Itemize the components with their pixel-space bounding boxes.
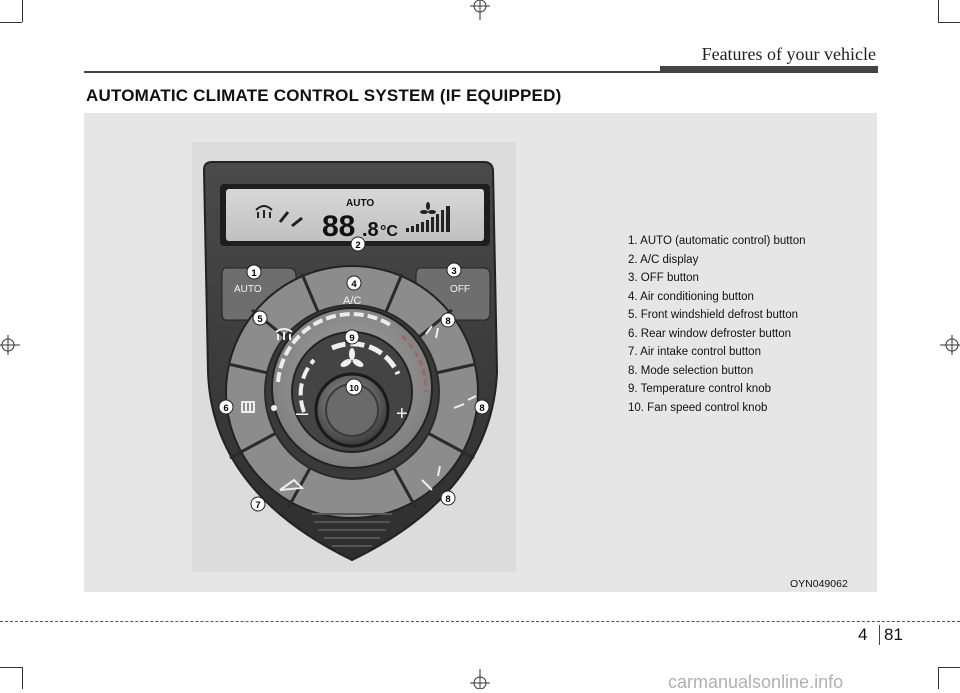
mode-floor-defrost-icon <box>421 465 441 491</box>
legend-item: 10. Fan speed control knob <box>628 401 768 414</box>
callout-5: 5 <box>257 314 263 325</box>
legend-item: 6. Rear window defroster button <box>628 327 792 340</box>
callout-10: 10 <box>349 383 359 393</box>
temp-plus-label: + <box>396 403 408 425</box>
legend-list: 1. AUTO (automatic control) button 2. A/… <box>628 232 805 417</box>
legend-item: 1. AUTO (automatic control) button <box>628 235 806 247</box>
climate-panel-illustration: AUTO 88 .8 °C AUTO OFF A/C – + 1 2 3 4 5… <box>202 161 499 562</box>
registration-mark <box>940 335 960 355</box>
crop-mark <box>22 667 23 689</box>
ac-display <box>226 189 484 241</box>
callout-8: 8 <box>445 494 450 505</box>
temp-minus-label: – <box>296 400 309 425</box>
crop-mark <box>938 22 960 23</box>
crop-mark <box>938 0 939 22</box>
air-intake-icon <box>279 478 305 491</box>
section-number: 4 <box>858 625 868 644</box>
legend-item: 7. Air intake control button <box>628 346 761 358</box>
callout-8: 8 <box>445 316 450 327</box>
callout-6: 6 <box>223 403 228 414</box>
header-rule <box>660 66 878 72</box>
callout-7: 7 <box>255 500 260 511</box>
lcd-temp-decimal: .8 <box>362 219 379 241</box>
lcd-mode-text: AUTO <box>346 198 374 209</box>
auto-button-label: AUTO <box>234 284 262 295</box>
footer-rule <box>0 621 960 622</box>
callout-3: 3 <box>451 266 456 277</box>
figure-code: OYN049062 <box>790 578 848 590</box>
front-defrost-icon <box>275 328 293 340</box>
legend-item: 3. OFF button <box>628 272 699 284</box>
lcd-defrost-icon <box>255 205 273 218</box>
rear-defrost-icon <box>241 401 255 413</box>
registration-mark <box>0 335 20 355</box>
callout-4: 4 <box>351 279 357 290</box>
mode-face-icon <box>425 325 439 339</box>
callout-9: 9 <box>349 333 354 344</box>
running-header: Features of your vehicle <box>701 44 876 64</box>
mode-floor-icon <box>453 395 477 409</box>
page-number: 81 <box>884 625 903 644</box>
callout-2: 2 <box>355 240 360 251</box>
legend-item: 4. Air conditioning button <box>628 290 754 303</box>
lcd-fan-level-bars <box>406 206 450 232</box>
ac-button-label: A/C <box>343 295 361 307</box>
off-button-label: OFF <box>450 284 470 295</box>
legend-item: 2. A/C display <box>628 253 699 266</box>
registration-mark <box>470 669 490 689</box>
lcd-fan-icon <box>420 202 436 214</box>
lcd-mode-icon <box>278 211 303 228</box>
header-rule <box>84 71 878 73</box>
lcd-temp-main: 88 <box>322 210 355 243</box>
crop-mark <box>0 667 22 668</box>
page-number-divider <box>879 625 880 645</box>
crop-mark <box>938 667 960 668</box>
legend-item: 5. Front windshield defrost button <box>628 309 799 321</box>
crop-mark <box>22 0 23 22</box>
legend-item: 9. Temperature control knob <box>628 383 771 395</box>
legend-item: 8. Mode selection button <box>628 364 754 377</box>
crop-mark <box>938 667 939 689</box>
watermark: carmanualsonline.info <box>668 672 844 692</box>
section-title: AUTOMATIC CLIMATE CONTROL SYSTEM (IF EQU… <box>86 86 562 105</box>
registration-mark <box>470 0 490 20</box>
callout-8: 8 <box>479 403 484 414</box>
callout-1: 1 <box>251 268 257 279</box>
crop-mark <box>0 22 22 23</box>
lcd-temp-unit: °C <box>380 223 398 240</box>
